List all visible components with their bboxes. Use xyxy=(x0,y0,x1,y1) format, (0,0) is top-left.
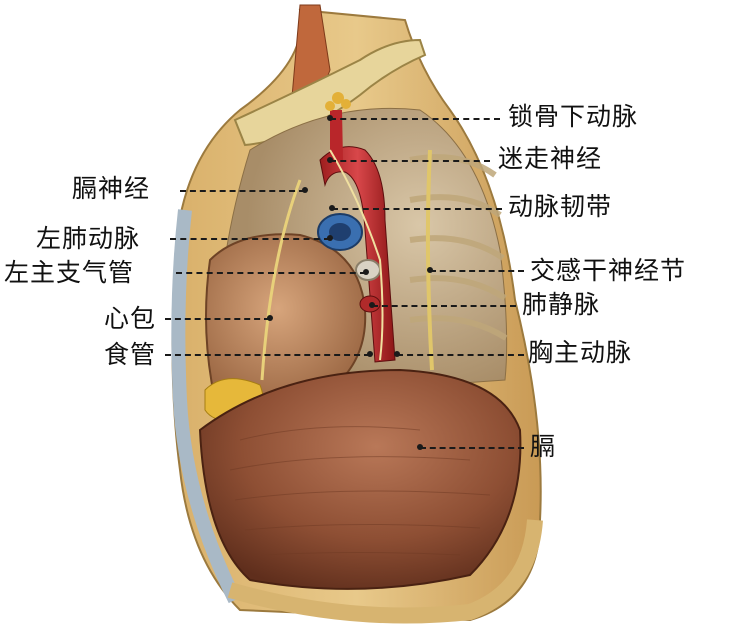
label-subclavian-artery: 锁骨下动脉 xyxy=(508,102,639,131)
leader-ligamentum-arteriosum xyxy=(332,208,502,210)
diaphragm-shape xyxy=(198,368,522,590)
dot-phrenic-nerve xyxy=(302,187,308,193)
dot-sympathetic-ganglion xyxy=(427,267,433,273)
leader-subclavian-artery xyxy=(330,118,500,120)
label-left-pulmonary-artery: 左肺动脉 xyxy=(36,224,141,253)
dot-subclavian-artery xyxy=(327,115,333,121)
vagus-nerve xyxy=(329,149,384,361)
label-pericardium: 心包 xyxy=(104,304,157,333)
dot-vagus-nerve xyxy=(327,157,333,163)
label-thoracic-aorta: 胸主动脉 xyxy=(528,338,633,367)
phrenic-nerve xyxy=(260,179,302,381)
label-vagus-nerve: 迷走神经 xyxy=(498,144,603,173)
label-pulmonary-vein: 肺静脉 xyxy=(522,290,601,319)
label-left-main-bronchus: 左主支气管 xyxy=(4,258,135,287)
costal-cartilage xyxy=(171,209,242,604)
leader-left-main-bronchus xyxy=(176,272,366,274)
leader-sympathetic-ganglion xyxy=(430,270,524,272)
label-ligamentum-arteriosum: 动脉韧带 xyxy=(508,192,613,221)
leader-pericardium xyxy=(165,318,270,320)
dot-left-pulmonary-artery xyxy=(327,235,333,241)
lower-wall xyxy=(227,519,543,624)
leader-left-pulmonary-artery xyxy=(170,238,330,240)
leader-esophagus xyxy=(165,354,370,356)
leader-vagus-nerve xyxy=(330,160,490,162)
label-phrenic-nerve: 膈神经 xyxy=(72,174,151,203)
diaphragm-fibers xyxy=(229,426,491,556)
posterior-ribs xyxy=(409,154,508,341)
leader-diaphragm xyxy=(420,447,524,449)
sympathetic-trunk xyxy=(425,149,434,371)
dot-thoracic-aorta xyxy=(394,351,400,357)
dot-ligamentum-arteriosum xyxy=(329,205,335,211)
label-sympathetic-ganglion: 交感干神经节 xyxy=(530,256,687,285)
leader-pulmonary-vein xyxy=(372,305,516,307)
dot-left-main-bronchus xyxy=(363,269,369,275)
dot-pericardium xyxy=(267,315,273,321)
dot-diaphragm xyxy=(417,444,423,450)
dot-pulmonary-vein xyxy=(369,302,375,308)
leader-phrenic-nerve xyxy=(180,190,305,192)
label-esophagus: 食管 xyxy=(104,340,157,369)
label-diaphragm: 膈 xyxy=(530,432,557,461)
dot-esophagus xyxy=(367,351,373,357)
subclavian-vessel xyxy=(330,110,343,160)
leader-thoracic-aorta xyxy=(397,354,524,356)
